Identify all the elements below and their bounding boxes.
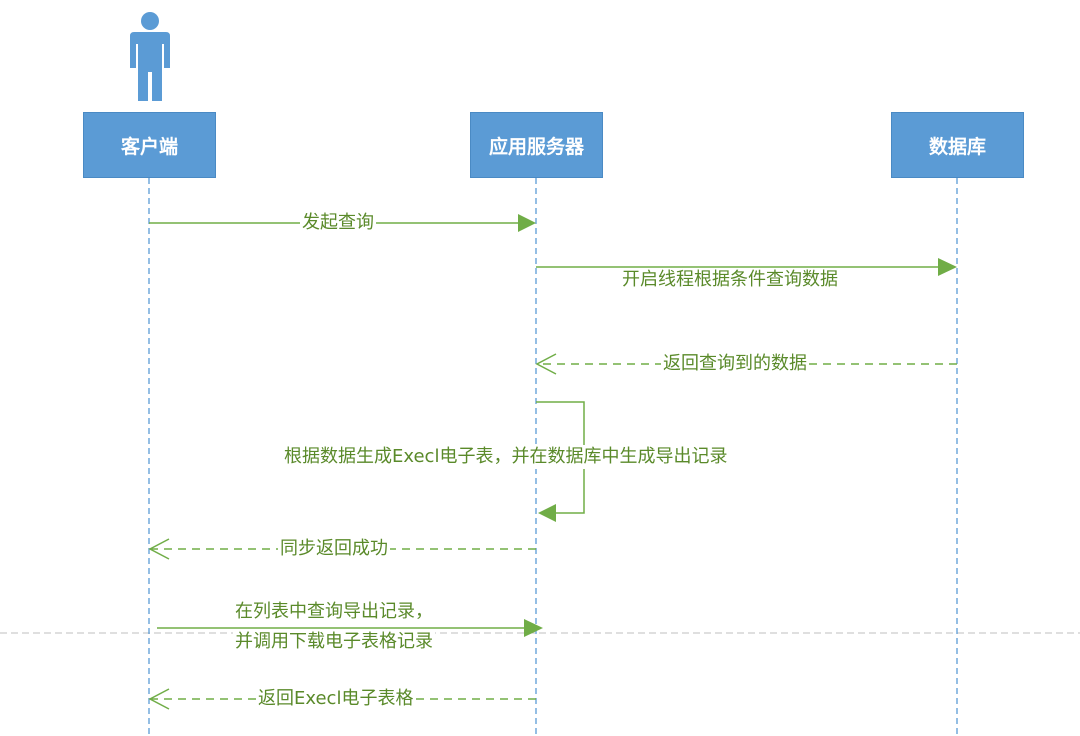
message-label-1: 发起查询: [300, 211, 376, 235]
arrowhead-1: [518, 214, 536, 232]
arrowhead-5: [148, 538, 170, 560]
message-label-6a: 在列表中查询导出记录，: [233, 600, 435, 624]
participant-client: 客户端: [83, 112, 216, 178]
participant-database: 数据库: [891, 112, 1024, 178]
participant-client-label: 客户端: [120, 135, 178, 158]
actor-person-icon: [130, 12, 170, 101]
message-label-6b: 并调用下载电子表格记录: [233, 630, 435, 654]
arrowhead-2: [938, 258, 957, 276]
participant-app-server: 应用服务器: [470, 112, 603, 178]
arrowhead-4: [538, 504, 556, 522]
participant-database-label: 数据库: [928, 135, 986, 158]
message-label-3: 返回查询到的数据: [661, 352, 809, 376]
participant-app-server-label: 应用服务器: [488, 135, 584, 158]
arrowhead-3: [535, 353, 557, 375]
message-label-2: 开启线程根据条件查询数据: [620, 268, 840, 292]
message-label-5: 同步返回成功: [278, 537, 390, 561]
arrowhead-6: [524, 619, 543, 637]
message-label-7: 返回Execl电子表格: [256, 687, 416, 711]
message-label-4: 根据数据生成Execl电子表，并在数据库中生成导出记录: [282, 445, 730, 469]
arrowhead-7: [148, 688, 170, 710]
